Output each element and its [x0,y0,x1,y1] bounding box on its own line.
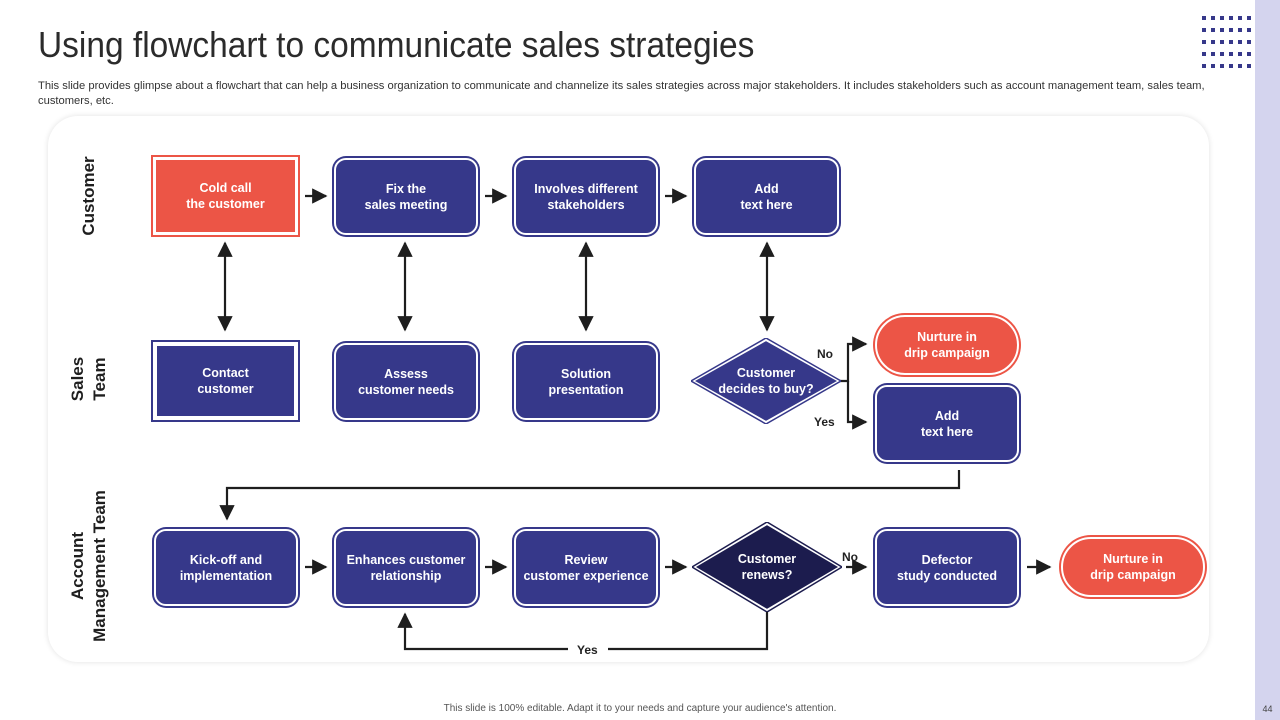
node-customer-renews-label: Customer renews? [737,552,797,582]
arrow-add-to-kickoff [219,470,961,521]
node-enhances-relationship: Enhances customer relationship [334,529,478,606]
dot-grid-decoration [1202,16,1251,68]
loop-yes-enhances [608,612,769,651]
lane-label-sales-team: Sales Team [68,356,109,402]
node-fix-sales-meeting: Fix the sales meeting [334,158,478,235]
node-customer-decides: Customer decides to buy? [691,338,841,424]
loop-yes-enhances-return [397,612,568,651]
decision-diamond-shape-dark [692,522,842,612]
node-involves-stakeholders: Involves different stakeholders [514,158,658,235]
node-kickoff: Kick-off and implementation [154,529,298,606]
edge-label-yes-1: Yes [814,415,835,429]
node-solution-presentation: Solution presentation [514,343,658,420]
node-customer-renews: Customer renews? [692,522,842,612]
node-customer-decides-label: Customer decides to buy? [718,366,814,396]
node-assess-needs: Assess customer needs [334,343,478,420]
page-number: 44 [1262,704,1273,714]
page-title: Using flowchart to communicate sales str… [38,24,755,65]
edge-label-no-2: No [842,550,858,564]
edge-label-yes-2: Yes [577,643,598,657]
node-contact-customer: Contact customer [151,340,300,422]
edge-label-no-1: No [817,347,833,361]
node-nurture-drip-1: Nurture in drip campaign [875,315,1019,375]
node-add-text-2: Add text here [875,385,1019,462]
lane-label-customer: Customer [79,156,98,236]
page-subtitle: This slide provides glimpse about a flow… [38,80,1205,107]
node-review-experience: Review customer experience [514,529,658,606]
node-add-text-1: Add text here [694,158,839,235]
branch-yes-add [846,381,868,430]
lane-label-account-management: Account Management Team [68,490,109,642]
node-defector-study: Defector study conducted [875,529,1019,606]
branch-no-nurture [840,336,868,383]
node-cold-call: Cold call the customer [151,155,300,237]
decision-diamond-shape [691,338,841,424]
node-nurture-drip-2: Nurture in drip campaign [1061,537,1205,597]
footer-note: This slide is 100% editable. Adapt it to… [443,703,837,714]
right-accent-strip [1255,0,1280,720]
